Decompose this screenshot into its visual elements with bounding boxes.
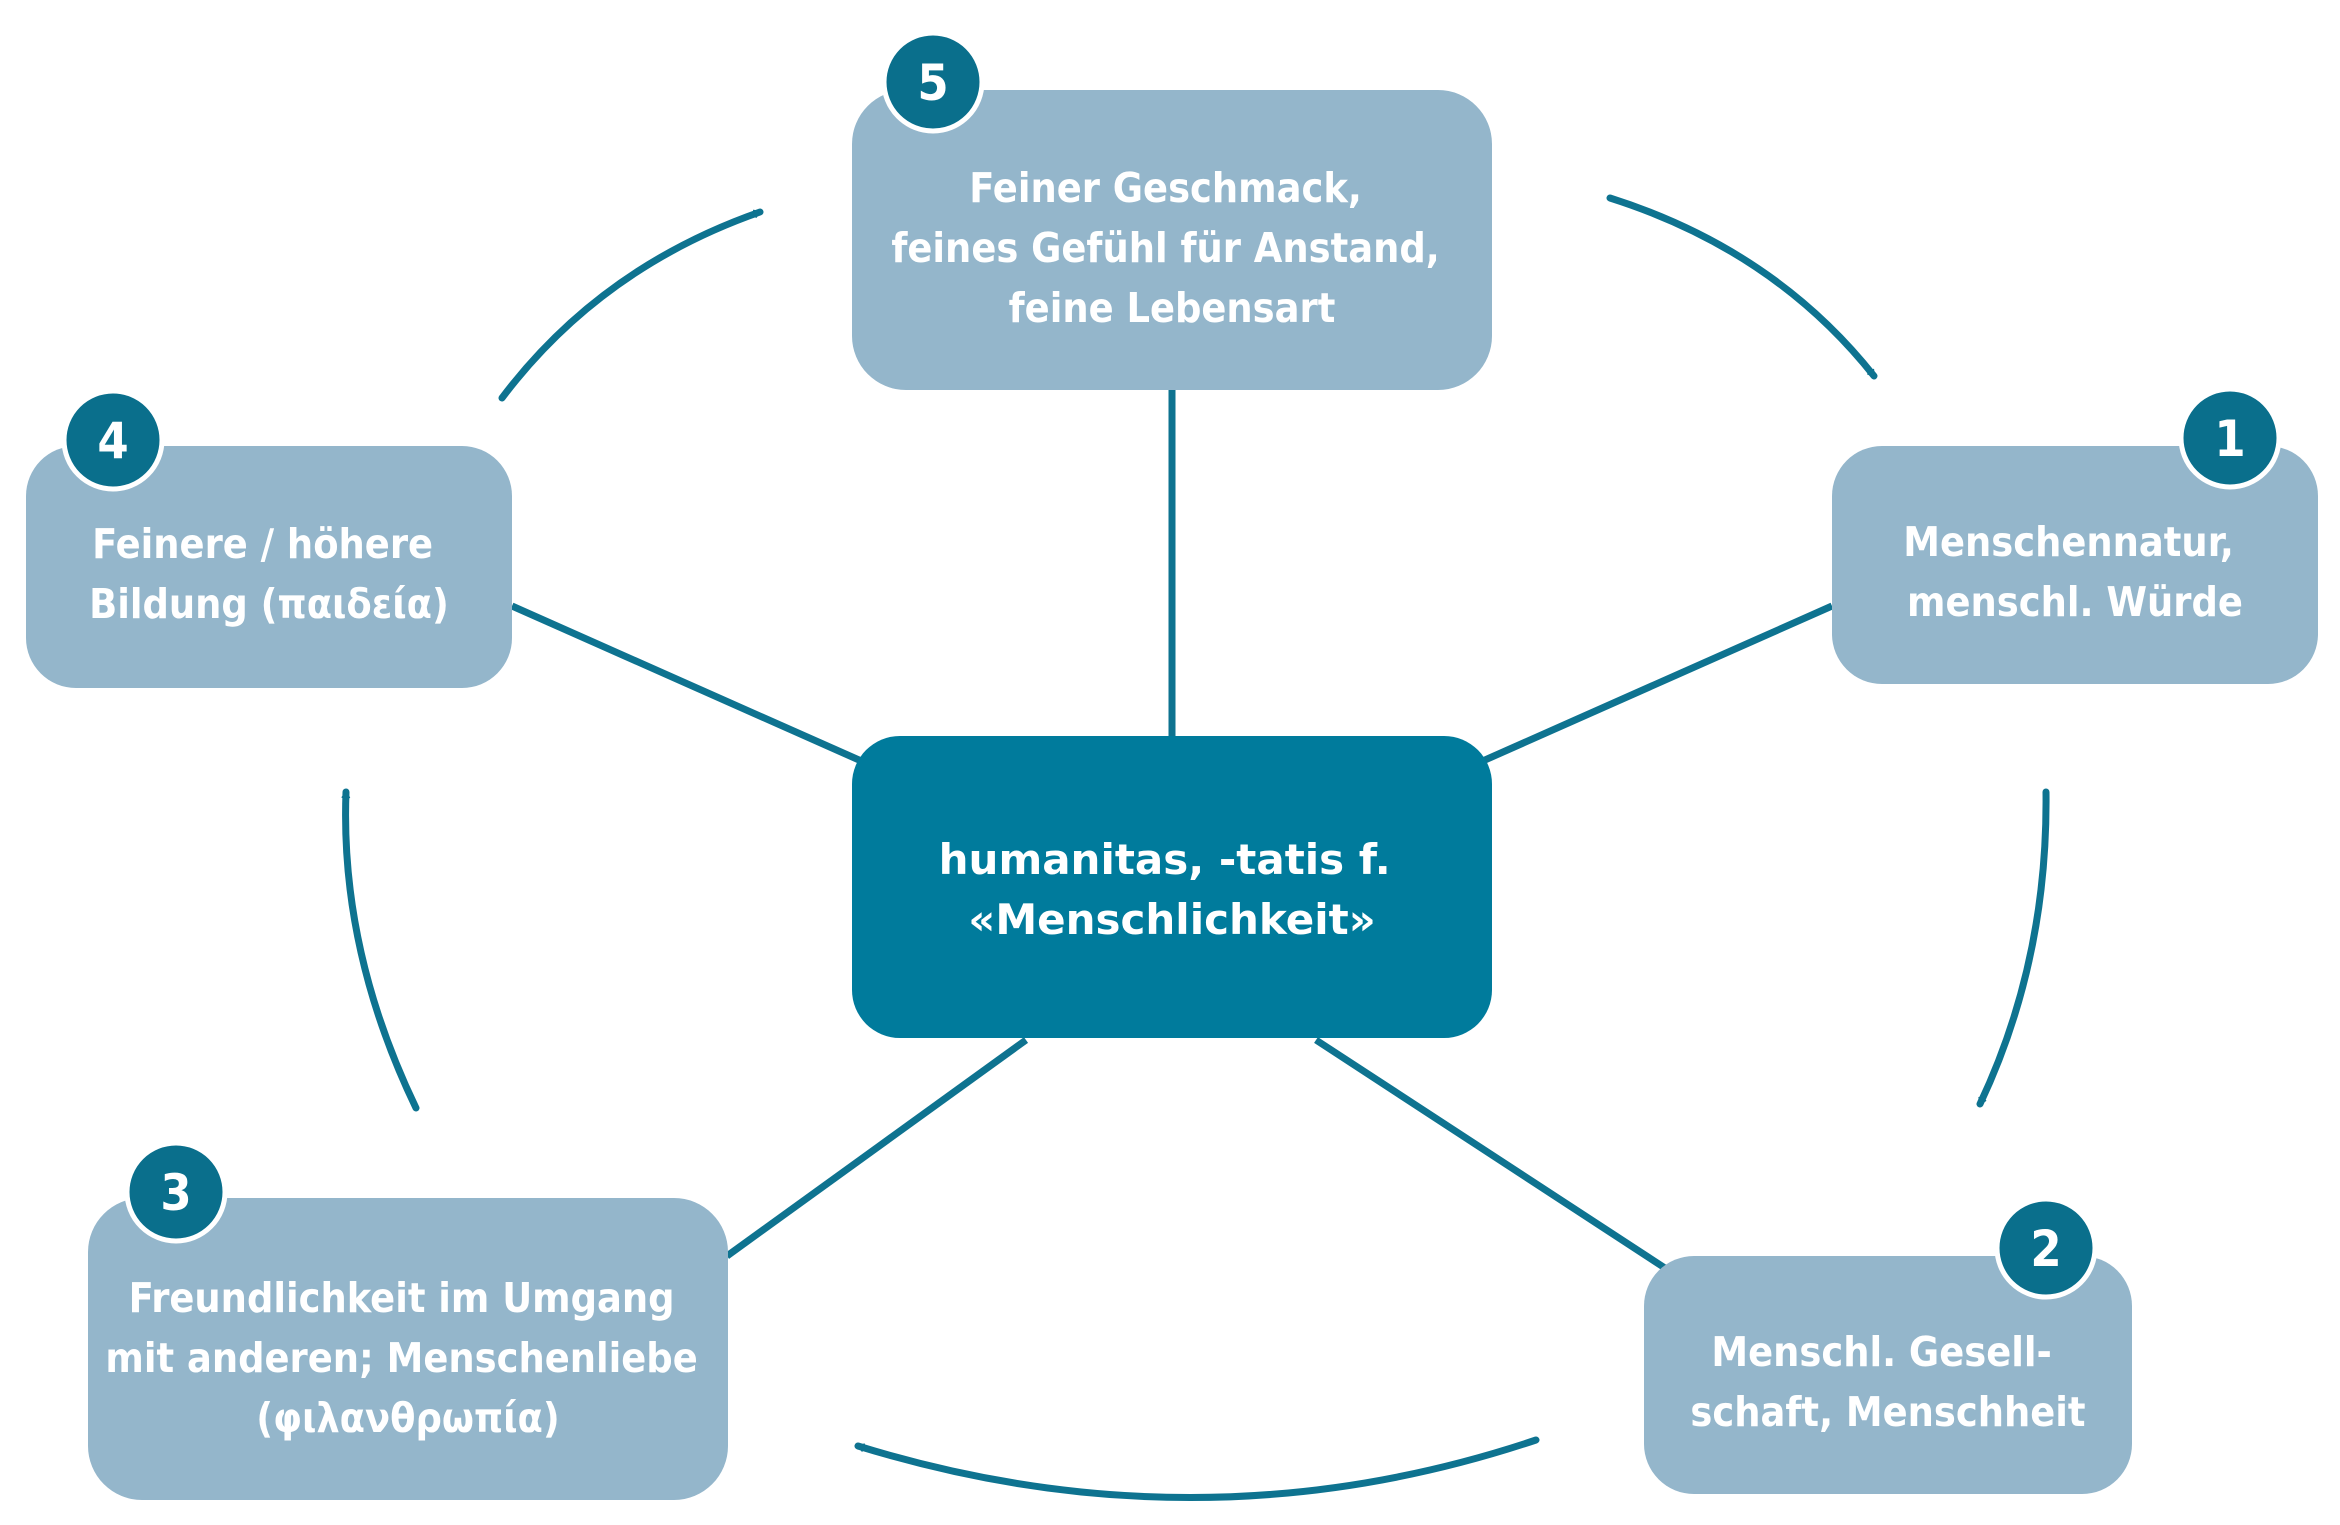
arrow-3-to-4	[341, 788, 420, 1112]
node-3-box	[88, 1198, 728, 1500]
arrow-2-to-3	[854, 1436, 1540, 1502]
node-3-text: Freundlichkeit im Umgang mit anderen; Me…	[105, 1274, 710, 1442]
node-1-number: 1	[2214, 410, 2245, 468]
arrow-1-to-2	[1976, 788, 2050, 1108]
node-5-line-1: Feiner Geschmack,	[969, 164, 1362, 212]
node-4-box	[26, 446, 512, 688]
node-4-text: Feinere / höhere Bildung (παιδεία)	[89, 520, 449, 628]
node-1-line-1: Menschennatur,	[1903, 518, 2234, 566]
node-4-badge	[61, 388, 165, 492]
node-3-number: 3	[160, 1164, 191, 1222]
center-node: humanitas, -tatis f. «Menschlichkeit»	[852, 736, 1492, 1038]
node-2-badge	[1994, 1196, 2098, 1300]
connector-to-node-3	[724, 1037, 1029, 1259]
center-line-1: humanitas, -tatis f.	[939, 835, 1391, 884]
node-3-line-1: Freundlichkeit im Umgang	[129, 1274, 675, 1322]
node-2-number: 2	[2030, 1220, 2061, 1278]
node-5: Feiner Geschmack, feines Gefühl für Anst…	[852, 30, 1492, 390]
node-2-box	[1644, 1256, 2132, 1494]
connector-to-node-4	[510, 602, 870, 768]
connectors	[510, 390, 1834, 1273]
node-4-line-1: Feinere / höhere	[92, 520, 433, 568]
node-2: Menschl. Gesell- schaft, Menschheit 2	[1644, 1196, 2132, 1494]
node-5-box	[852, 90, 1492, 390]
center-text: humanitas, -tatis f. «Menschlichkeit»	[939, 835, 1406, 944]
cycle-arrows	[341, 194, 2050, 1502]
arrow-5-to-1	[1606, 194, 1878, 380]
node-2-line-1: Menschl. Gesell-	[1711, 1328, 2051, 1376]
node-5-badge	[881, 30, 985, 134]
node-4-number: 4	[97, 412, 128, 470]
node-1-box	[1832, 446, 2318, 684]
node-4-line-2: Bildung (παιδεία)	[89, 580, 449, 628]
node-3: Freundlichkeit im Umgang mit anderen; Me…	[88, 1140, 728, 1500]
connector-to-node-1	[1474, 602, 1834, 768]
node-2-text: Menschl. Gesell- schaft, Menschheit	[1690, 1328, 2085, 1436]
node-1: Menschennatur, menschl. Würde 1	[1832, 386, 2318, 684]
node-5-line-2: feines Gefühl für Anstand,	[891, 224, 1439, 272]
node-5-text: Feiner Geschmack, feines Gefühl für Anst…	[891, 164, 1452, 332]
center-box	[852, 736, 1492, 1038]
node-3-line-3: (φιλανθρωπία)	[256, 1394, 559, 1442]
node-4: Feinere / höhere Bildung (παιδεία) 4	[26, 388, 512, 688]
node-1-text: Menschennatur, menschl. Würde	[1903, 518, 2246, 626]
node-5-line-3: feine Lebensart	[1009, 284, 1336, 332]
node-3-badge	[124, 1140, 228, 1244]
node-1-badge	[2178, 386, 2282, 490]
node-2-line-2: schaft, Menschheit	[1690, 1388, 2085, 1436]
node-5-number: 5	[917, 54, 948, 112]
node-1-line-2: menschl. Würde	[1907, 578, 2243, 626]
center-line-2: «Menschlichkeit»	[968, 895, 1376, 944]
arrow-4-to-5	[498, 208, 764, 402]
connector-to-node-2	[1314, 1037, 1670, 1273]
node-3-line-2: mit anderen; Menschenliebe	[105, 1334, 697, 1382]
